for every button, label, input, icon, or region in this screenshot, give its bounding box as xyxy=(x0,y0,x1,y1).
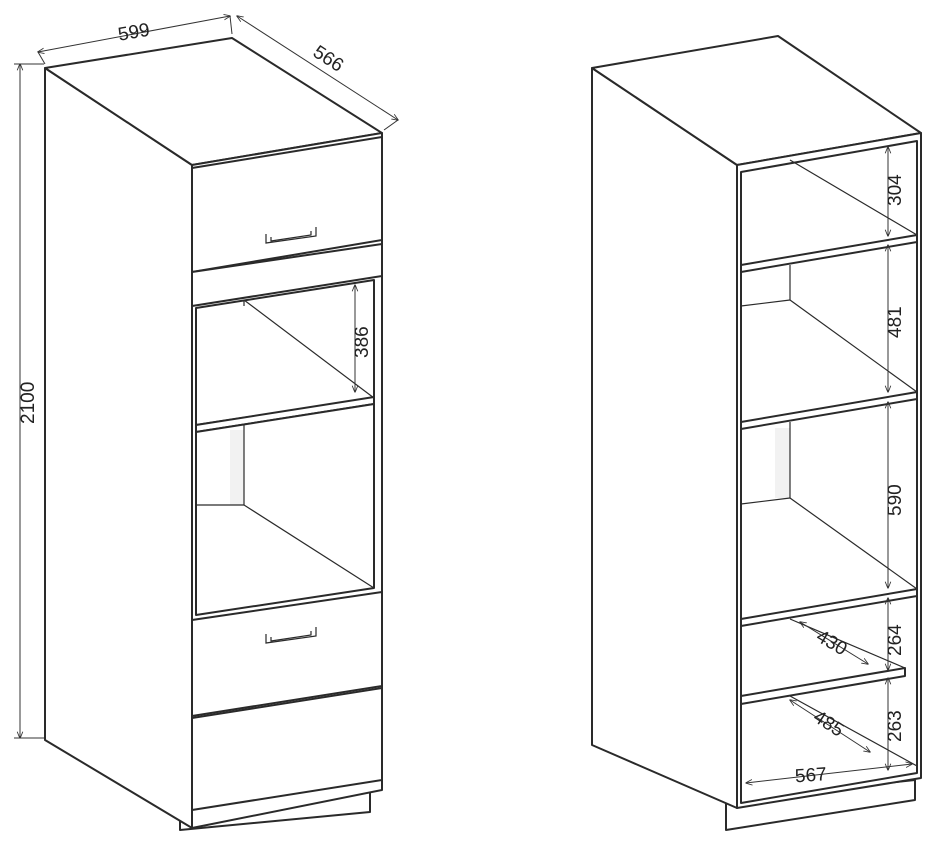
shelf-gap-2-label: 481 xyxy=(885,306,906,338)
left-top-drawer-handle xyxy=(265,227,317,244)
left-top-drawer xyxy=(191,136,383,273)
left-bottom-drawer xyxy=(191,687,383,811)
width-label: 599 xyxy=(117,20,152,46)
left-lower-drawer xyxy=(191,591,383,717)
left-filler-rail xyxy=(191,243,383,307)
right-side-panel xyxy=(591,67,738,809)
left-niche-lower xyxy=(195,403,375,616)
inner-width-label: 567 xyxy=(794,764,827,787)
right-shelf-3 xyxy=(740,588,918,627)
left-side-panel xyxy=(44,67,193,829)
right-shelf-2 xyxy=(740,391,918,430)
shelf-gap-3-label: 590 xyxy=(885,484,906,516)
shelf-gap-1-label: 304 xyxy=(885,174,906,206)
right-shelf-1 xyxy=(740,234,918,273)
shelf-gap-4-label: 264 xyxy=(885,624,906,656)
shelf-gap-5-label: 263 xyxy=(885,710,906,742)
height-label: 2100 xyxy=(18,382,39,424)
right-cabinet xyxy=(591,35,922,831)
left-cabinet xyxy=(44,37,383,831)
right-inner-opening xyxy=(740,140,918,804)
right-shelf-4 xyxy=(740,667,906,705)
niche-height-label: 386 xyxy=(352,326,373,358)
depth-label: 566 xyxy=(309,42,347,77)
left-lower-drawer-handle xyxy=(265,627,317,644)
